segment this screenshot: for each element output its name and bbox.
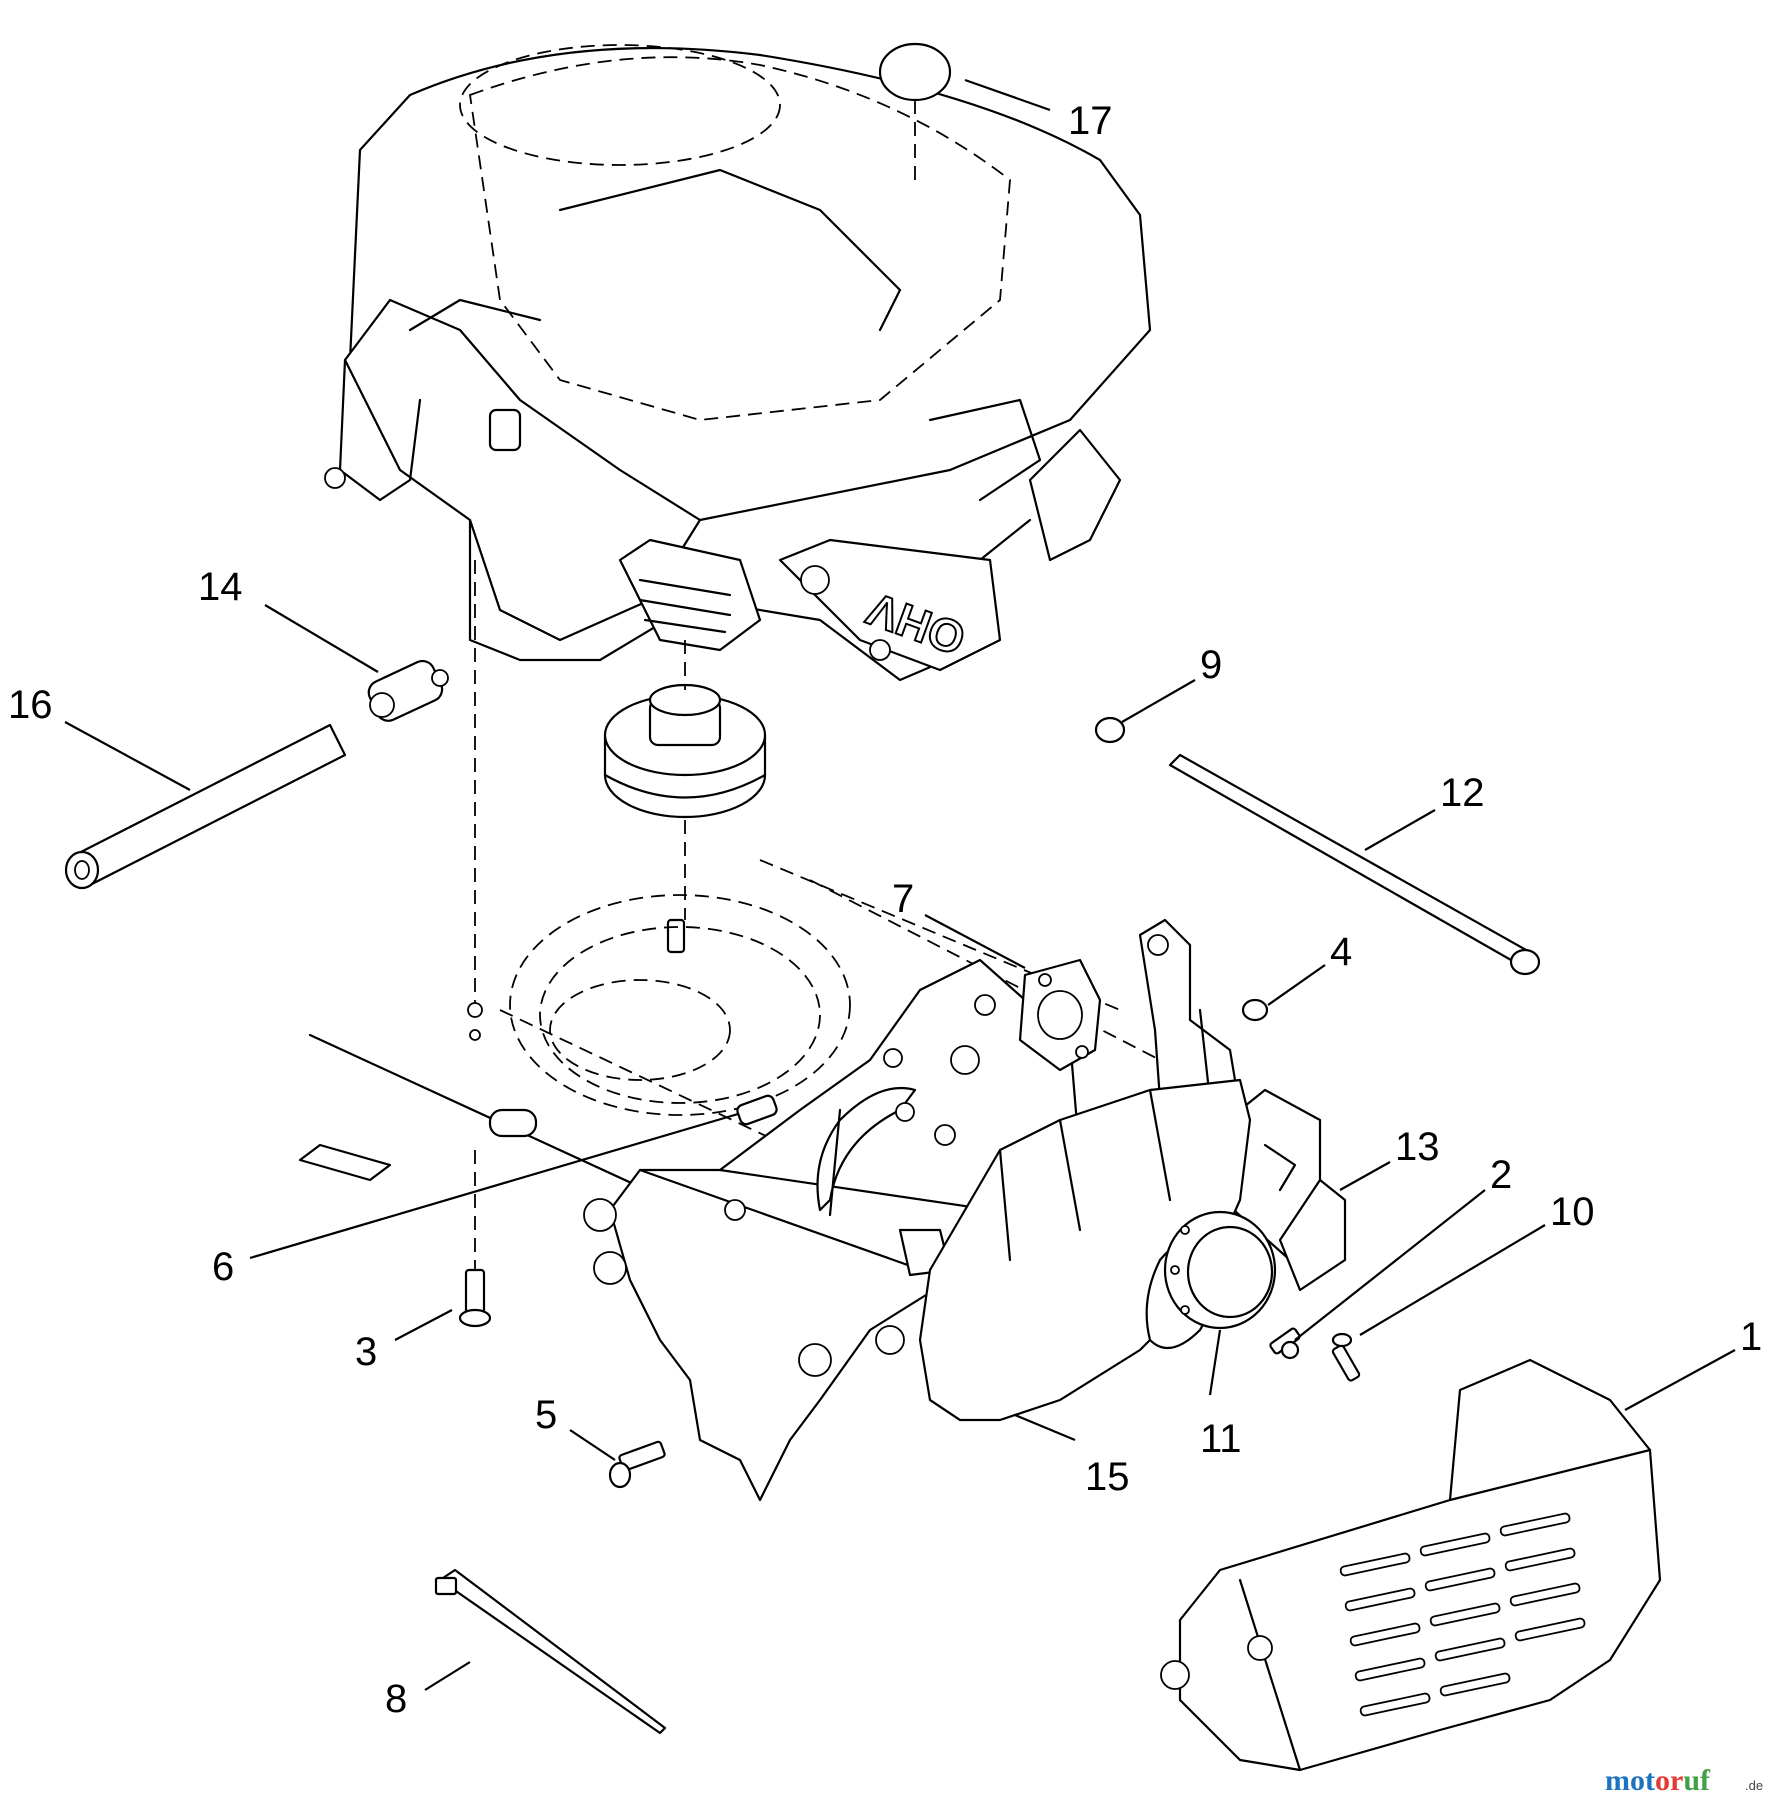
callout-9: 9 (1200, 643, 1222, 687)
leader-7 (924, 914, 1026, 969)
leader-5 (569, 1429, 616, 1461)
callout-4: 4 (1330, 930, 1352, 974)
callout-17: 17 (1068, 99, 1113, 143)
fuel-filter-part (367, 659, 449, 722)
leader-2 (1294, 1189, 1486, 1341)
leader-1 (1624, 1349, 1736, 1411)
watermark: motoruf .de (1605, 1764, 1763, 1797)
callout-1: 1 (1740, 1315, 1762, 1359)
flange-bolt-3-part (458, 1150, 492, 1328)
callout-6: 6 (212, 1245, 234, 1289)
leader-8 (424, 1661, 471, 1691)
callout-13: 13 (1395, 1125, 1440, 1169)
leader-6 (249, 1112, 739, 1260)
leader-lines (64, 78, 1736, 1691)
screw-part (1269, 1327, 1301, 1360)
engine-pulley (603, 640, 767, 954)
leader-14 (264, 604, 379, 673)
callout-3: 3 (355, 1330, 377, 1374)
engine-assembly: OHV (324, 44, 1152, 682)
watermark-suffix: .de (1745, 1778, 1763, 1793)
watermark-brand-part-3: uf (1683, 1764, 1711, 1797)
leader-12 (1364, 809, 1436, 851)
muffler-guard-part (1160, 1358, 1662, 1772)
flange-nut-part (1241, 998, 1269, 1022)
callout-labels: 17 14 16 9 12 7 4 13 2 10 6 3 1 11 15 5 … (8, 99, 1762, 1721)
svg-text:motoruf: motoruf (1605, 1764, 1711, 1797)
callout-11: 11 (1200, 1417, 1242, 1461)
leader-13 (1339, 1161, 1391, 1191)
leader-3 (394, 1309, 453, 1341)
spark-arrestor-part (1163, 1210, 1277, 1330)
leader-4 (1267, 964, 1326, 1006)
spacer-part (736, 1094, 778, 1126)
callout-12: 12 (1440, 771, 1485, 815)
callout-5: 5 (535, 1393, 557, 1437)
callout-15: 15 (1085, 1455, 1130, 1499)
watermark-brand-part-2: or (1655, 1764, 1683, 1797)
fuel-line-part (1168, 753, 1541, 976)
exhaust-gasket-part (1018, 958, 1102, 1072)
callout-2: 2 (1490, 1153, 1512, 1197)
callout-8: 8 (385, 1677, 407, 1721)
callout-7: 7 (892, 877, 914, 921)
fuel-hose-part (64, 723, 347, 890)
muffler-mount-bracket (583, 958, 1082, 1502)
leader-11 (1208, 1329, 1222, 1396)
hose-clamp-part (1094, 716, 1126, 744)
cable-tie-part (434, 1568, 667, 1735)
callout-16: 16 (8, 683, 53, 727)
muffler-guard-slots (1339, 1512, 1586, 1717)
muffler-bracket-part (1278, 1178, 1347, 1292)
leader-10 (1359, 1224, 1546, 1336)
callout-14: 14 (198, 565, 243, 609)
leader-9 (1121, 679, 1196, 723)
watermark-brand-part-1: mot (1605, 1764, 1655, 1797)
callout-10: 10 (1550, 1190, 1595, 1234)
leader-15 (1014, 1413, 1076, 1442)
decal-part (878, 42, 952, 102)
flange-bolt-5-part (608, 1440, 666, 1489)
rivet-part (1331, 1332, 1361, 1382)
leader-16 (64, 721, 191, 791)
leader-17 (964, 78, 1051, 112)
